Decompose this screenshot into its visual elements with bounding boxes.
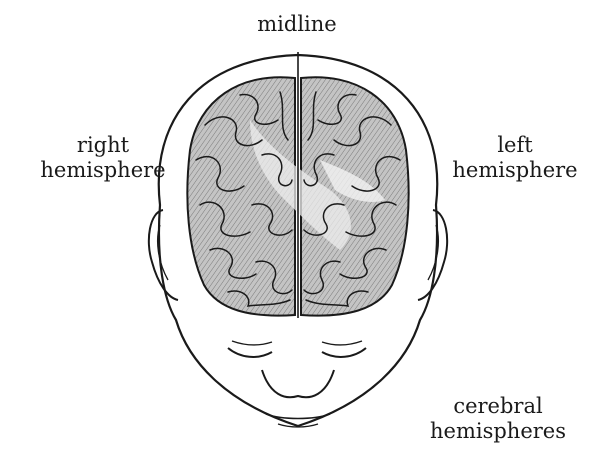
cerebral-hemispheres-label: cerebral hemispheres bbox=[418, 394, 578, 444]
right-hemisphere-label: right hemisphere bbox=[38, 133, 168, 183]
right-hemisphere-label-line1: right bbox=[38, 133, 168, 158]
left-hemisphere-label: left hemisphere bbox=[440, 133, 589, 183]
right-hemisphere-shape bbox=[187, 77, 295, 315]
cerebral-hemispheres-label-line1: cerebral bbox=[418, 394, 578, 419]
right-hemisphere-label-line2: hemisphere bbox=[38, 158, 168, 183]
left-hemisphere-label-line1: left bbox=[440, 133, 589, 158]
midline-label: midline bbox=[232, 12, 362, 37]
left-hemisphere-label-line2: hemisphere bbox=[440, 158, 589, 183]
cerebral-hemispheres-label-line2: hemispheres bbox=[418, 419, 578, 444]
midline-label-text: midline bbox=[232, 12, 362, 37]
